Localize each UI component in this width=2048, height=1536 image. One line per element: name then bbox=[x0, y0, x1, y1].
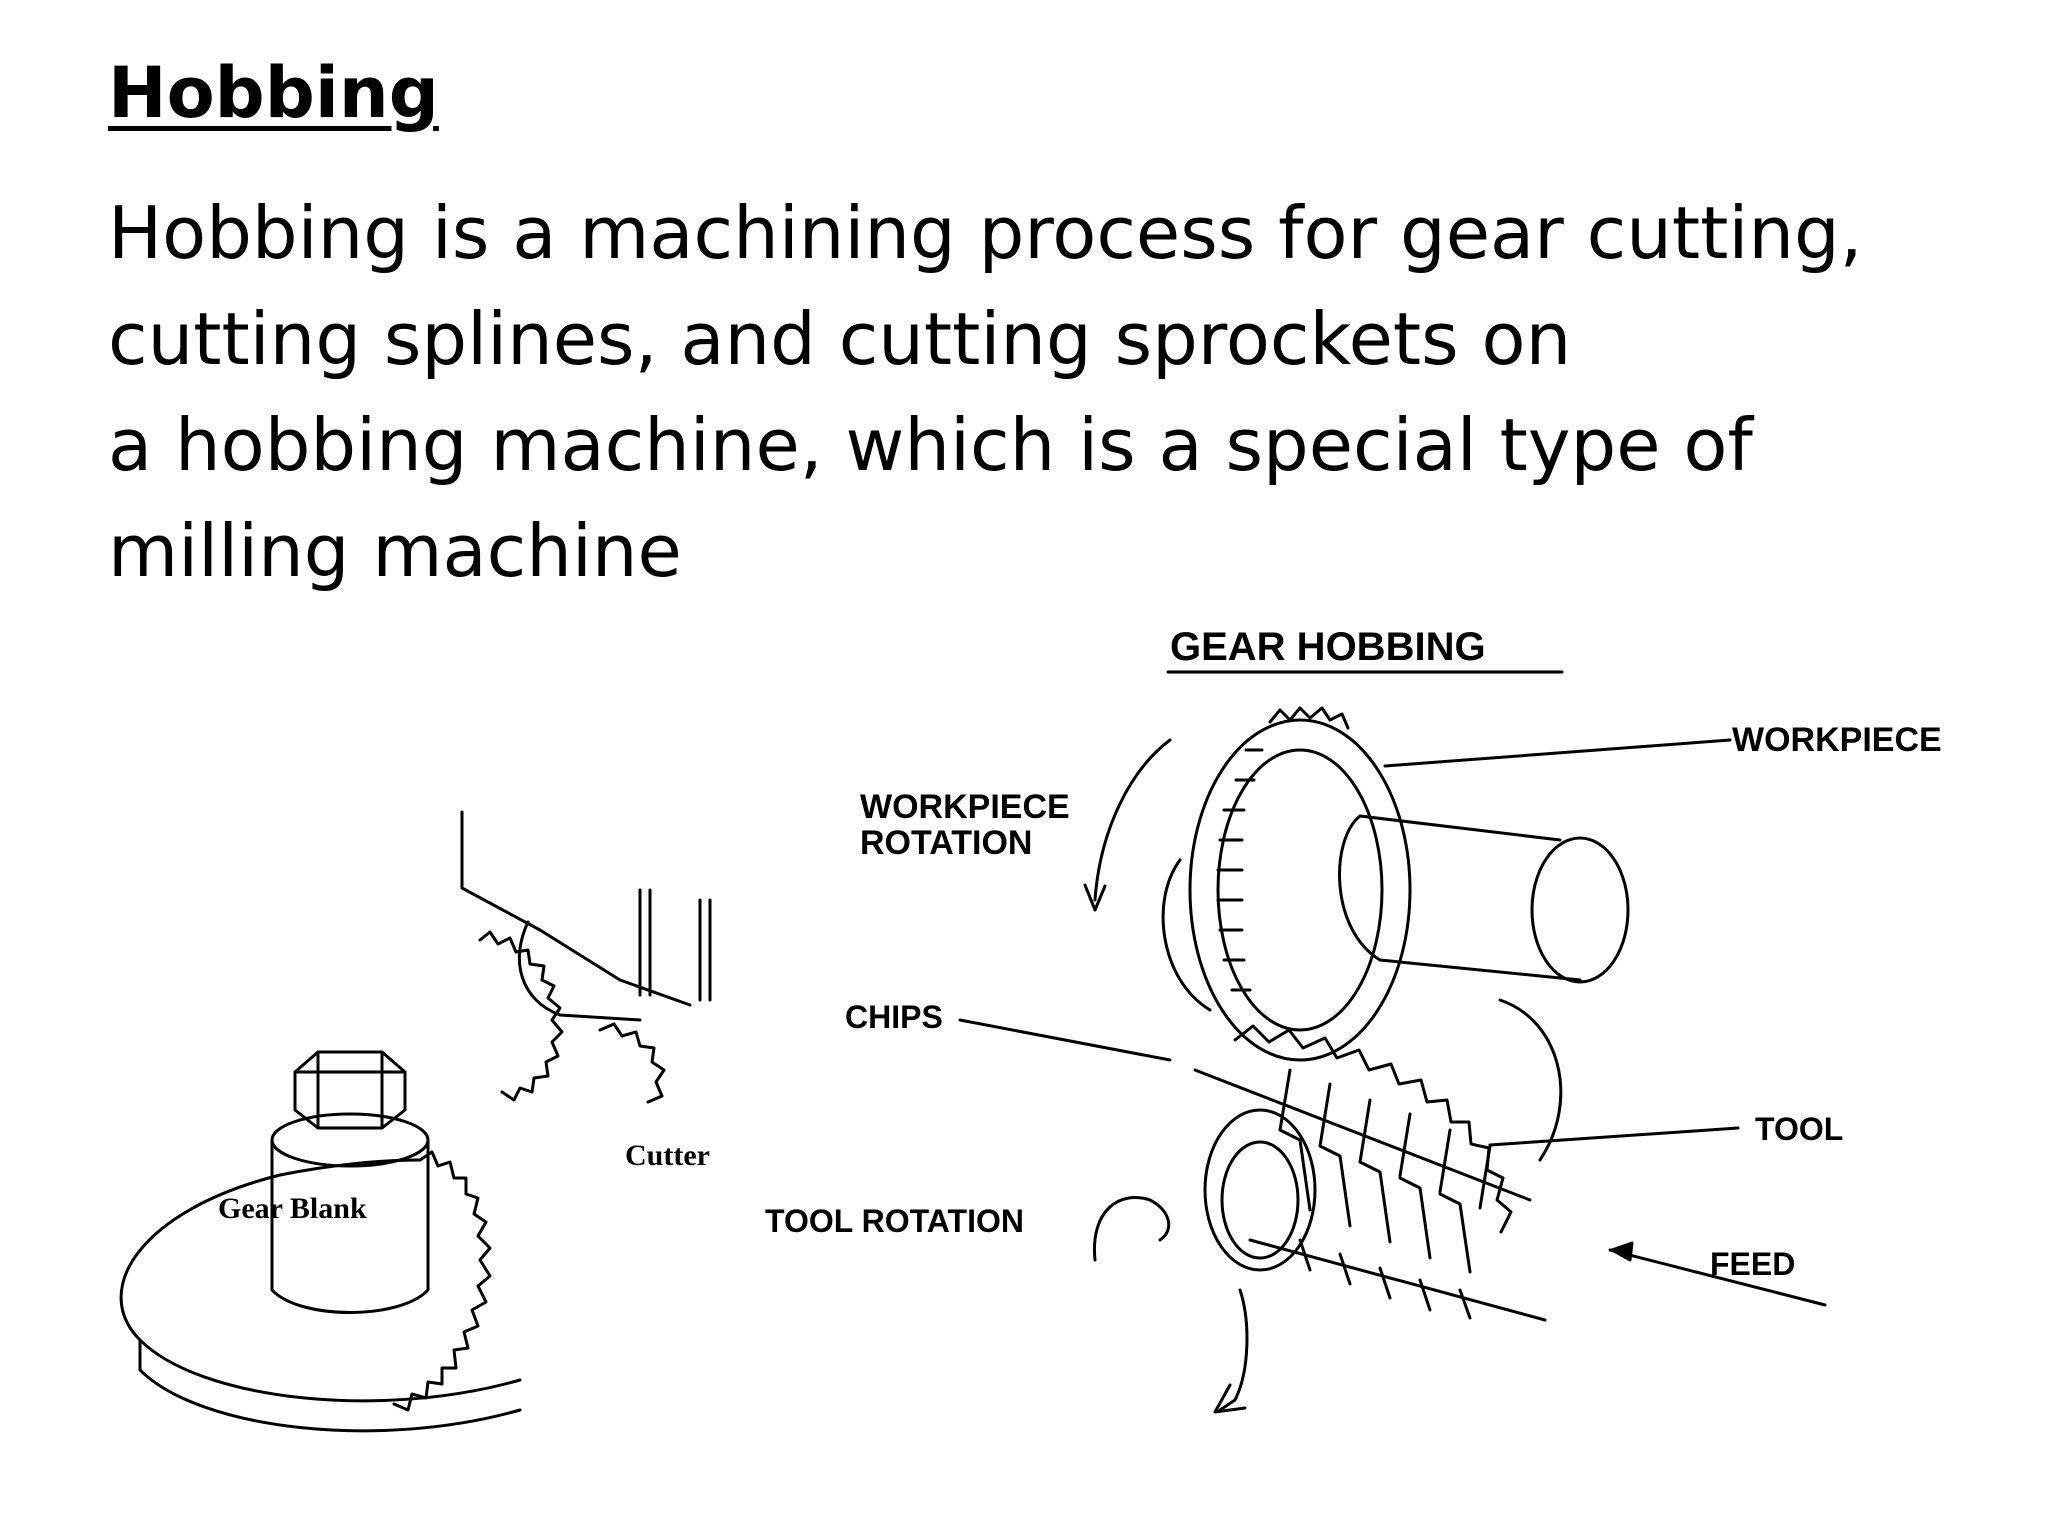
left-figure-gear-blank-diagram: Gear Blank Cutter bbox=[119, 810, 712, 1433]
workpiece-rotation-label-line1: WORKPIECE bbox=[860, 788, 1070, 826]
body-line: cutting splines, and cutting sprockets o… bbox=[108, 297, 1572, 381]
slide-body-text: Hobbing is a machining process for gear … bbox=[108, 180, 1968, 604]
gear-hobbing-title: GEAR HOBBING bbox=[1170, 625, 1486, 669]
workpiece-label: WORKPIECE bbox=[1732, 721, 1942, 759]
tool-rotation-label: TOOL ROTATION bbox=[765, 1203, 1024, 1239]
feed-label: FEED bbox=[1710, 1246, 1795, 1282]
body-line: Hobbing is a machining process for gear … bbox=[108, 191, 1863, 275]
gear-blank-label: Gear Blank bbox=[218, 1192, 367, 1225]
chips-label: CHIPS bbox=[845, 999, 943, 1035]
workpiece-rotation-label-line2: ROTATION bbox=[860, 824, 1033, 862]
right-figure-gear-hobbing-diagram: GEAR HOBBING bbox=[765, 625, 1942, 1414]
slide-title: Hobbing bbox=[108, 52, 439, 134]
figures: Gear Blank Cutter GEAR HOBBING bbox=[119, 625, 1942, 1433]
body-line: milling machine bbox=[108, 509, 682, 593]
tool-label: TOOL bbox=[1755, 1111, 1843, 1147]
cutter-label: Cutter bbox=[625, 1139, 710, 1172]
body-line: a hobbing machine, which is a special ty… bbox=[108, 403, 1753, 487]
